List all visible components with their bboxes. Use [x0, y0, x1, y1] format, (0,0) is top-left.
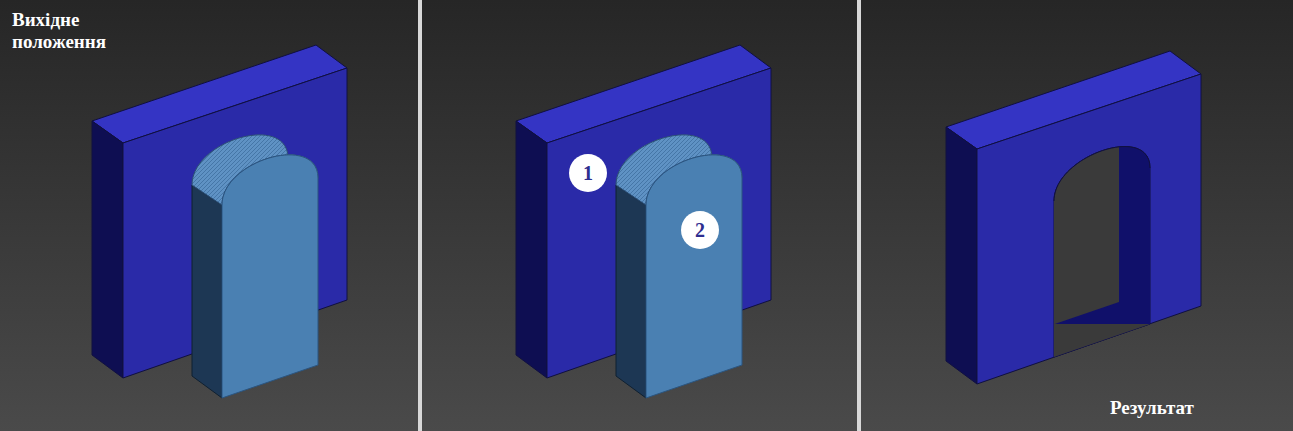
- wall-side: [516, 121, 547, 378]
- opening-through: [1023, 125, 1119, 335]
- result-scene: [946, 51, 1201, 384]
- separator: [857, 0, 861, 431]
- panel-title: Вихідне положення: [12, 9, 137, 53]
- wall-side: [92, 121, 123, 378]
- arch-front: [222, 155, 318, 398]
- operands-scene: [516, 45, 771, 398]
- callout-number: 2: [695, 220, 705, 240]
- initial-scene: [92, 45, 347, 398]
- arch-side: [616, 185, 646, 398]
- arch-side: [192, 185, 222, 398]
- separator: [418, 0, 422, 431]
- opening-floor: [1004, 324, 1164, 384]
- wall-side: [946, 127, 977, 384]
- wall-front: [977, 74, 1201, 384]
- arch-front: [646, 155, 742, 398]
- callout-circle: 2: [681, 211, 719, 249]
- callout-number: 1: [583, 163, 593, 183]
- panel-caption: Результат: [1110, 397, 1280, 419]
- callout-circle: 1: [569, 154, 607, 192]
